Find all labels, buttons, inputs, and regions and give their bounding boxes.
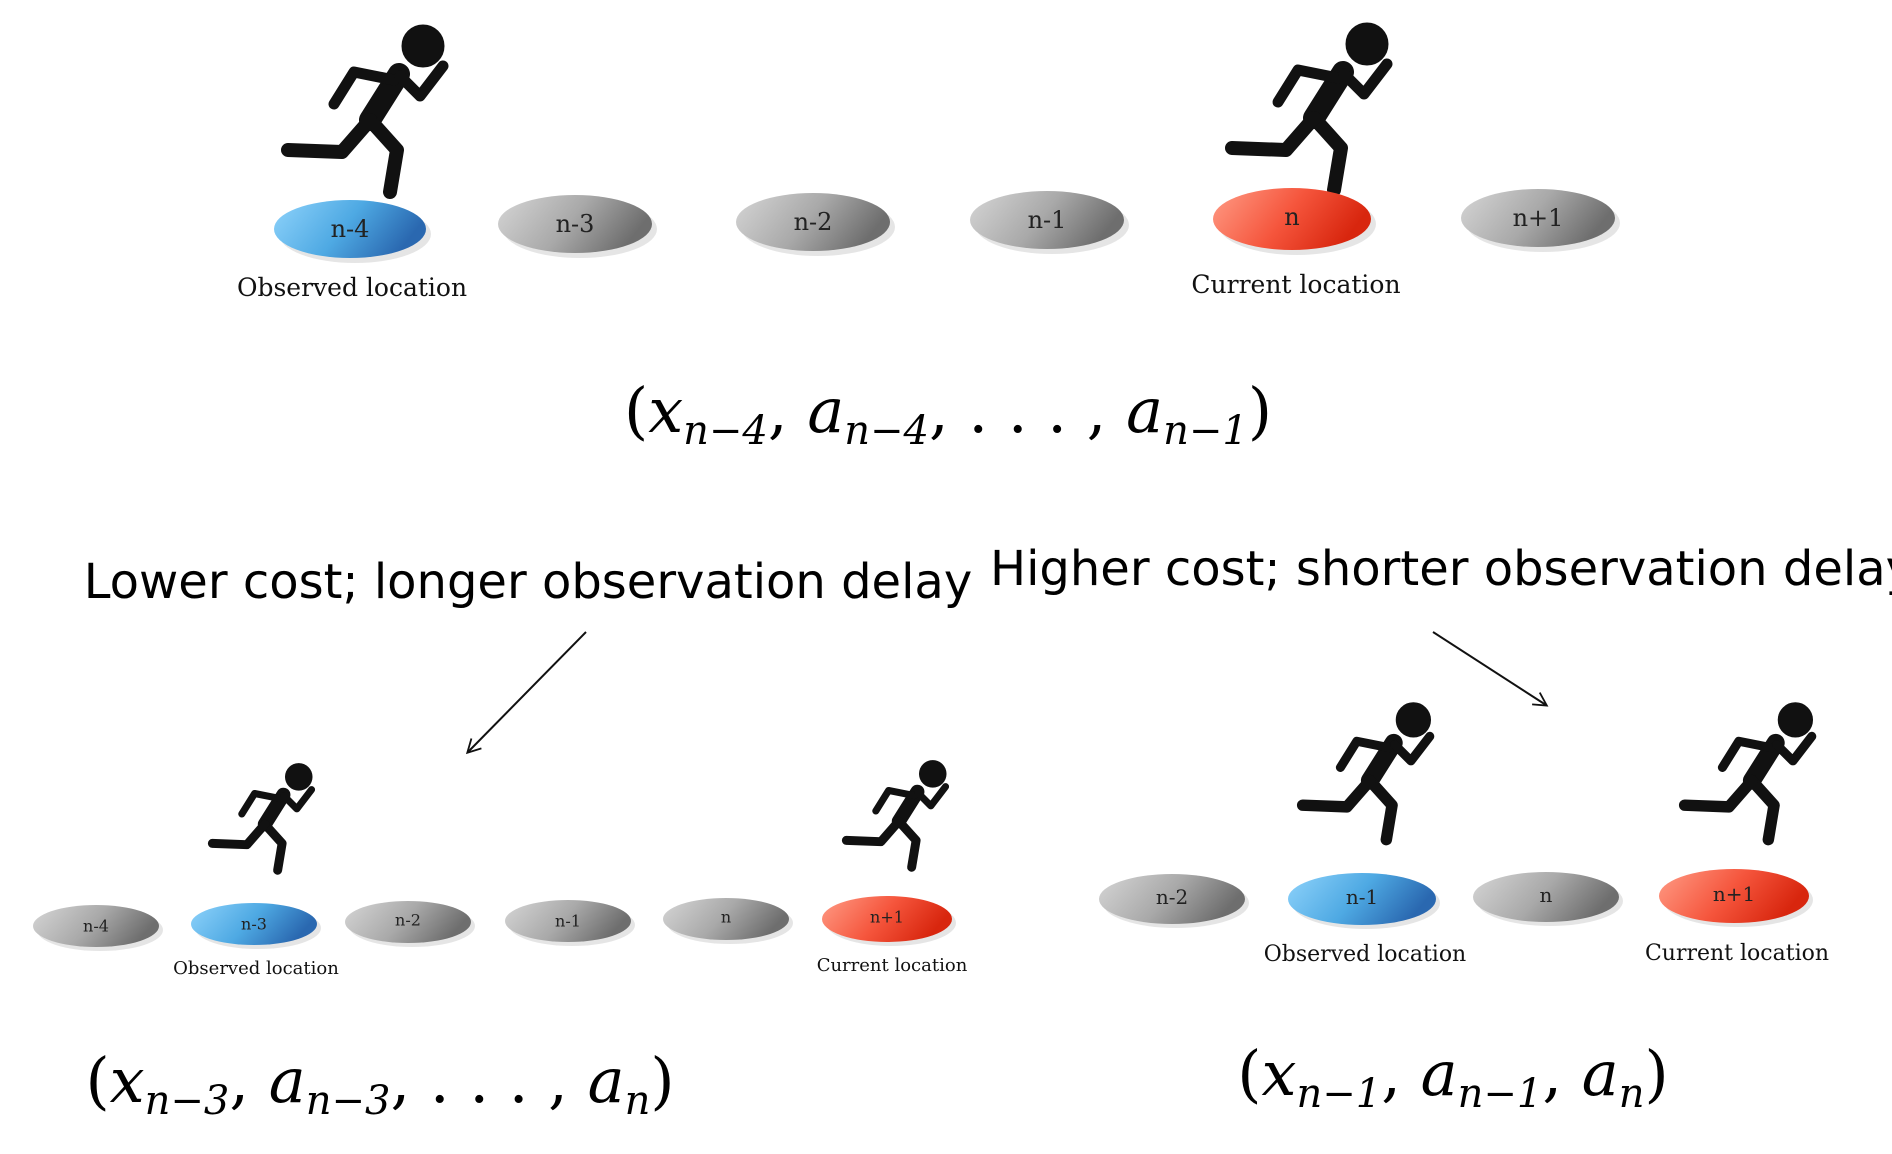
oval-label: n+1 (870, 908, 904, 927)
oval-label: n+1 (1713, 882, 1755, 906)
location-oval: n+1 (1461, 189, 1620, 252)
location-oval: n-4 (33, 905, 163, 951)
oval-label: n-4 (83, 917, 109, 936)
runner-icon (1232, 23, 1388, 190)
observed-caption: Observed location (237, 273, 467, 302)
bottom-left-panel: n-4 n-3 n-2 n-1 n n+1 Observed location (33, 760, 968, 1124)
runner-icon (1685, 703, 1813, 840)
higher-cost-heading: Higher cost; shorter observation delay (990, 541, 1892, 597)
oval-label: n-1 (1346, 885, 1378, 909)
oval-label: n+1 (1513, 204, 1564, 232)
location-oval-current: n+1 (1659, 869, 1813, 927)
observed-caption: Observed location (173, 958, 339, 979)
observed-caption: Observed location (1264, 942, 1466, 967)
arrow-to-right-panel (1432, 631, 1549, 707)
state-tuple: (xn−4, an−4, . . . , an−1) (624, 374, 1272, 454)
location-oval: n-2 (345, 901, 475, 947)
oval-label: n-2 (1156, 885, 1188, 909)
oval-label: n-3 (241, 915, 267, 934)
location-oval-observed: n-1 (1288, 873, 1440, 929)
location-oval: n-1 (505, 900, 635, 946)
location-oval: n-2 (736, 193, 895, 256)
location-oval: n (663, 898, 793, 944)
state-tuple: (xn−3, an−3, . . . , an) (85, 1044, 674, 1124)
oval-label: n (1540, 883, 1553, 907)
bottom-right-panel: n-2 n-1 n n+1 Observed location Current … (1099, 703, 1829, 1117)
state-tuple: (xn−1, an−1, an) (1237, 1037, 1668, 1117)
oval-label: n-4 (331, 215, 370, 243)
oval-label: n (721, 908, 731, 927)
current-caption: Current location (817, 955, 968, 976)
lower-cost-heading: Lower cost; longer observation delay (84, 554, 972, 610)
oval-label: n-3 (556, 210, 595, 238)
oval-label: n-2 (794, 208, 833, 236)
location-oval: n (1473, 872, 1623, 926)
location-oval: n-2 (1099, 874, 1249, 928)
location-oval: n-1 (970, 191, 1129, 254)
location-oval-observed: n-3 (191, 903, 321, 949)
arrow-to-left-panel (465, 631, 587, 755)
runner-icon (288, 25, 444, 192)
oval-label: n (1284, 203, 1299, 231)
current-caption: Current location (1645, 941, 1829, 966)
runner-icon (212, 763, 312, 870)
oval-label: n-1 (1028, 206, 1067, 234)
location-oval-current: n (1213, 188, 1376, 255)
location-oval: n-3 (498, 195, 657, 258)
location-oval-observed: n-4 (274, 200, 431, 263)
runner-icon (846, 760, 946, 867)
location-oval-current: n+1 (822, 896, 956, 946)
current-caption: Current location (1191, 270, 1400, 299)
oval-label: n-1 (555, 912, 581, 931)
oval-label: n-2 (395, 911, 421, 930)
top-panel: n-4 n-3 n-2 n-1 n n+1 Observed location (237, 23, 1620, 454)
runner-icon (1303, 703, 1431, 840)
